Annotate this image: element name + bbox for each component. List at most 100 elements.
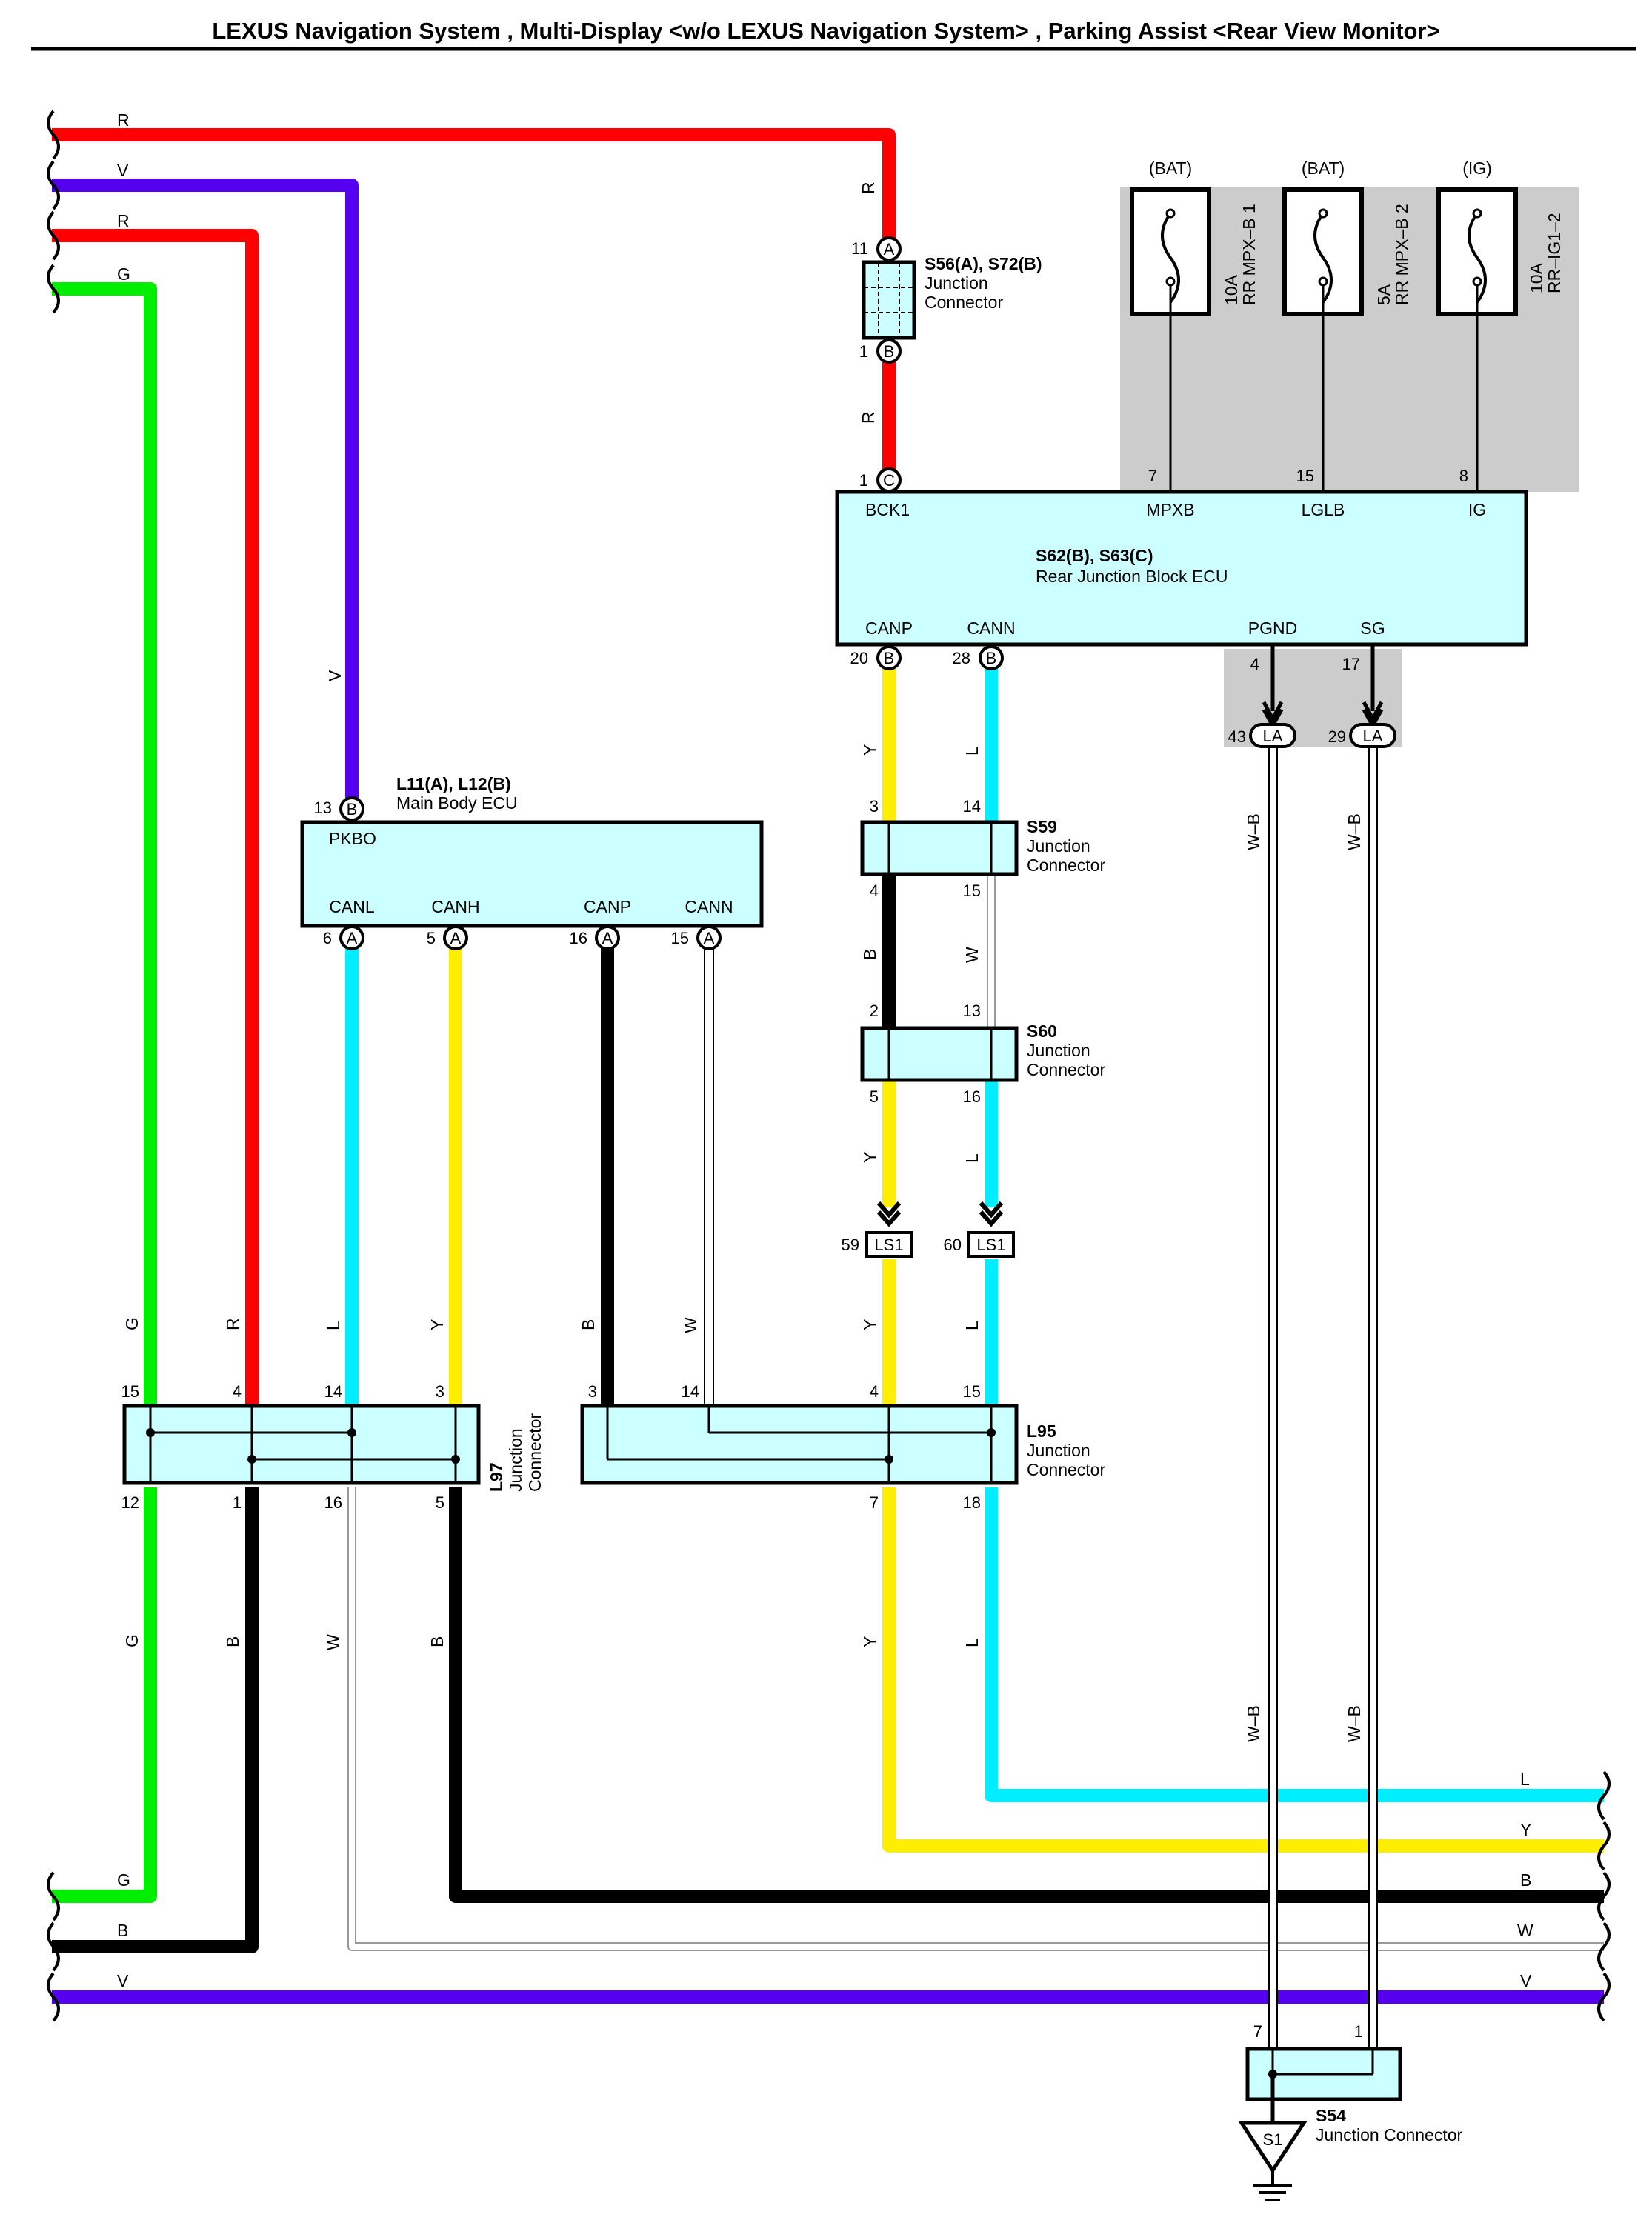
svg-text:Connector: Connector bbox=[1027, 1060, 1105, 1079]
svg-text:(BAT): (BAT) bbox=[1302, 159, 1345, 178]
svg-text:B: B bbox=[884, 342, 895, 361]
svg-text:V: V bbox=[325, 670, 344, 681]
svg-text:S62(B), S63(C): S62(B), S63(C) bbox=[1036, 546, 1153, 565]
svg-text:14: 14 bbox=[682, 1382, 699, 1401]
svg-text:16: 16 bbox=[324, 1493, 342, 1512]
svg-text:Y: Y bbox=[427, 1319, 447, 1330]
svg-text:A: A bbox=[884, 240, 895, 259]
svg-text:4: 4 bbox=[233, 1382, 242, 1401]
svg-text:L95: L95 bbox=[1027, 1421, 1056, 1441]
svg-text:43: 43 bbox=[1228, 727, 1246, 746]
svg-text:S54: S54 bbox=[1316, 2106, 1346, 2125]
svg-text:L: L bbox=[324, 1321, 343, 1330]
svg-text:11: 11 bbox=[851, 239, 868, 258]
connector-s54: 7 1 S54 Junction Connector bbox=[1245, 2022, 1463, 2144]
svg-text:CANP: CANP bbox=[865, 619, 913, 638]
connector-l97: 15 4 14 3 12 1 16 5 L97 Junction Connect… bbox=[121, 1382, 544, 1512]
connector-l95: 3 14 4 15 7 18 L95 Junction Connector bbox=[580, 1382, 1105, 1512]
svg-text:4: 4 bbox=[870, 1382, 879, 1401]
svg-text:A: A bbox=[704, 929, 715, 947]
svg-text:W–B: W–B bbox=[1345, 1705, 1364, 1742]
svg-text:15: 15 bbox=[963, 881, 981, 900]
wire-label-g-bottom: G bbox=[117, 1870, 130, 1890]
wire-g-l97 bbox=[52, 282, 157, 1409]
wire-r-l97 bbox=[52, 229, 259, 1409]
svg-text:LS1: LS1 bbox=[874, 1236, 903, 1254]
svg-text:3: 3 bbox=[870, 797, 879, 816]
connector-s56: 11 A 1 B S56(A), S72(B) Junction Connect… bbox=[851, 236, 1042, 364]
svg-text:MPXB: MPXB bbox=[1146, 500, 1194, 519]
page-title: LEXUS Navigation System , Multi-Display … bbox=[212, 18, 1439, 44]
svg-text:7: 7 bbox=[870, 1493, 879, 1512]
svg-text:5: 5 bbox=[427, 929, 436, 947]
svg-text:14: 14 bbox=[963, 797, 981, 816]
svg-text:PGND: PGND bbox=[1248, 619, 1297, 638]
svg-text:A: A bbox=[602, 929, 613, 947]
wire-b-left bbox=[52, 1487, 259, 1953]
wire-label-l-right: L bbox=[1520, 1770, 1530, 1789]
svg-text:W–B: W–B bbox=[1345, 813, 1364, 850]
svg-text:G: G bbox=[122, 1317, 141, 1330]
svg-text:W–B: W–B bbox=[1244, 813, 1263, 850]
svg-text:B: B bbox=[579, 1319, 598, 1330]
svg-text:B: B bbox=[986, 649, 997, 667]
svg-text:IG: IG bbox=[1468, 500, 1486, 519]
svg-text:B: B bbox=[860, 949, 879, 960]
svg-text:S56(A), S72(B): S56(A), S72(B) bbox=[925, 254, 1042, 273]
svg-text:L: L bbox=[962, 746, 982, 756]
wire-label-b-left: B bbox=[117, 1921, 128, 1940]
wire-label-r-2: R bbox=[117, 211, 130, 230]
svg-text:Junction: Junction bbox=[1027, 1441, 1090, 1460]
svg-text:12: 12 bbox=[121, 1493, 139, 1512]
svg-text:13: 13 bbox=[963, 1001, 981, 1020]
svg-text:4: 4 bbox=[1250, 655, 1259, 673]
svg-text:CANH: CANH bbox=[431, 897, 479, 916]
svg-text:Junction Connector: Junction Connector bbox=[1316, 2125, 1463, 2144]
svg-text:L: L bbox=[962, 1153, 982, 1163]
fuse-rr-mpx-b2: (BAT) 5A RR MPX–B 2 15 bbox=[1282, 159, 1411, 490]
svg-text:B: B bbox=[427, 1636, 447, 1647]
svg-text:W: W bbox=[962, 947, 982, 963]
svg-text:Main Body ECU: Main Body ECU bbox=[396, 793, 518, 813]
fuse-2-rating: 5A bbox=[1374, 284, 1393, 305]
svg-text:CANN: CANN bbox=[685, 897, 733, 916]
svg-text:15: 15 bbox=[671, 929, 689, 947]
svg-text:S1: S1 bbox=[1263, 2130, 1283, 2149]
svg-text:3: 3 bbox=[436, 1382, 444, 1401]
wire-label-v-bottom: V bbox=[117, 1971, 129, 1990]
svg-text:2: 2 bbox=[870, 1001, 879, 1020]
svg-text:13: 13 bbox=[314, 799, 332, 817]
svg-text:BCK1: BCK1 bbox=[865, 500, 910, 519]
svg-text:CANL: CANL bbox=[329, 897, 375, 916]
svg-text:1: 1 bbox=[859, 471, 868, 490]
wire-label-w-right: W bbox=[1517, 1921, 1533, 1940]
svg-text:A: A bbox=[347, 929, 358, 947]
svg-text:S59: S59 bbox=[1027, 817, 1057, 836]
la-connector: 4 17 LA LA 43 29 bbox=[1228, 644, 1396, 748]
svg-text:1: 1 bbox=[233, 1493, 242, 1512]
svg-text:1: 1 bbox=[1354, 2022, 1363, 2041]
wire-label-v-right: V bbox=[1520, 1971, 1532, 1990]
svg-text:L: L bbox=[962, 1638, 982, 1647]
svg-text:LS1: LS1 bbox=[976, 1236, 1005, 1254]
wire-v-top bbox=[52, 179, 359, 807]
svg-text:Connector: Connector bbox=[1027, 1460, 1105, 1479]
fuse-2-name: RR MPX–B 2 bbox=[1392, 204, 1411, 305]
svg-text:G: G bbox=[122, 1634, 141, 1647]
svg-text:L11(A), L12(B): L11(A), L12(B) bbox=[396, 774, 511, 793]
svg-text:S60: S60 bbox=[1027, 1021, 1057, 1041]
fuse-rr-ig1-2: (IG) 10A RR–IG1–2 8 bbox=[1436, 159, 1564, 490]
svg-text:CANP: CANP bbox=[584, 897, 631, 916]
wire-r-top bbox=[52, 128, 896, 244]
svg-text:28: 28 bbox=[953, 649, 970, 667]
rear-junction-block-ecu: 1 C BCK1 MPXB LGLB IG S62(B), S63(C) Rea… bbox=[835, 467, 1528, 670]
svg-text:LA: LA bbox=[1263, 727, 1283, 745]
wire-label-b-right: B bbox=[1520, 1870, 1531, 1890]
fuse-1-name: RR MPX–B 1 bbox=[1239, 204, 1259, 305]
svg-text:LGLB: LGLB bbox=[1302, 500, 1345, 519]
fuse-rr-mpx-b1: (BAT) 10A RR MPX–B 1 7 bbox=[1130, 159, 1259, 490]
svg-text:A: A bbox=[450, 929, 462, 947]
svg-text:R: R bbox=[859, 411, 878, 424]
fuse-1-rating: 10A bbox=[1222, 274, 1241, 305]
